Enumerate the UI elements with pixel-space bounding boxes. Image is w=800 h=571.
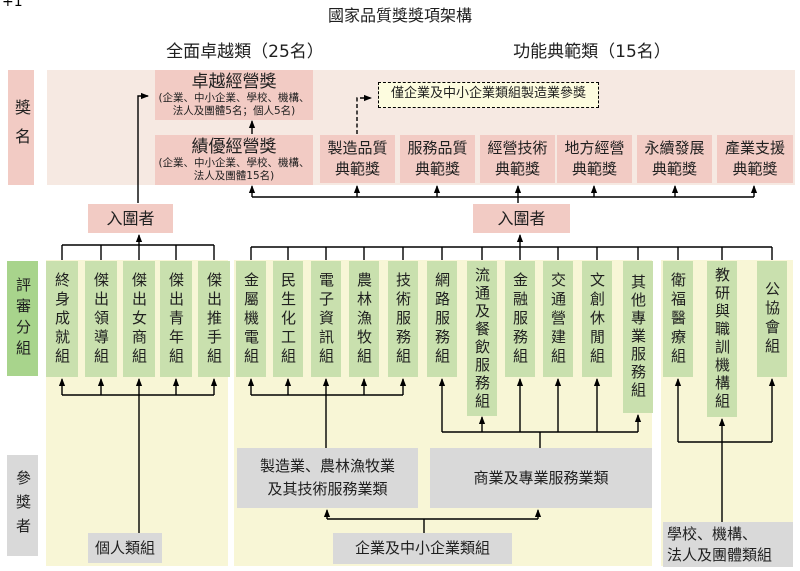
review-group-box: 文創休閒組 bbox=[582, 261, 612, 377]
review-group-box: 電子資訊組 bbox=[311, 261, 341, 377]
category-functional-label: 功能典範類（15名） bbox=[513, 42, 671, 62]
review-group-box: 技術服務組 bbox=[388, 261, 418, 377]
row-label-award-names: 獎名 bbox=[8, 70, 34, 185]
row-label-participants: 參獎者 bbox=[7, 455, 38, 556]
exemplary-award-service-quality: 服務品質典範獎 bbox=[400, 135, 475, 183]
review-group-box: 金屬機電組 bbox=[236, 261, 266, 377]
exemplary-award-local-management: 地方經營典範獎 bbox=[557, 135, 632, 183]
review-group-box: 金融服務組 bbox=[505, 261, 535, 377]
review-group-box: 農林漁牧組 bbox=[349, 261, 379, 377]
exemplary-line2: 典範獎 bbox=[414, 160, 460, 178]
participant-manufacturing-box: 製造業、農林漁牧業 及其技術服務業類 bbox=[237, 448, 418, 508]
excellence-award-subtitle-2: 法人及團體5名；個人5名) bbox=[172, 105, 296, 117]
review-group-box: 流通及餐飲服務組 bbox=[467, 261, 497, 416]
exemplary-line1: 經營技術 bbox=[487, 139, 548, 157]
review-group-box: 傑出推手組 bbox=[198, 261, 230, 377]
participant-school-box: 學校、機構、 法人及團體類組 bbox=[663, 522, 793, 567]
corner-mark: +1 bbox=[2, 0, 23, 10]
review-group-box: 傑出青年組 bbox=[160, 261, 192, 377]
exemplary-award-industry-support: 產業支援典範獎 bbox=[717, 135, 793, 183]
excellence-award-subtitle-1: (企業、中小企業、學校、機構、 bbox=[158, 92, 310, 104]
finalist-box-left: 入圍者 bbox=[88, 204, 173, 233]
excellence-award-box: 卓越經營獎 (企業、中小企業、學校、機構、 法人及團體5名；個人5名) bbox=[155, 70, 313, 120]
exemplary-award-manufacturing-quality: 製造品質典範獎 bbox=[320, 135, 395, 183]
exemplary-line2: 典範獎 bbox=[571, 160, 617, 178]
merit-award-box: 績優經營獎 (企業、中小企業、學校、機構、 法人及團體15名) bbox=[155, 135, 313, 185]
exemplary-line2: 典範獎 bbox=[651, 160, 697, 178]
merit-award-subtitle-2: 法人及團體15名) bbox=[193, 170, 275, 182]
manufacturing-only-note: 僅企業及中小企業類組製造業參獎 bbox=[378, 82, 599, 108]
participant-manufacturing-line2: 及其技術服務業類 bbox=[267, 480, 388, 498]
exemplary-line2: 典範獎 bbox=[334, 160, 380, 178]
review-group-box: 網路服務組 bbox=[427, 261, 457, 377]
review-group-box: 傑出領導組 bbox=[85, 261, 117, 377]
exemplary-line1: 地方經營 bbox=[564, 139, 625, 157]
exemplary-line1: 製造品質 bbox=[327, 139, 388, 157]
review-group-box: 公協會組 bbox=[757, 261, 787, 377]
exemplary-line2: 典範獎 bbox=[732, 160, 778, 178]
exemplary-line2: 典範獎 bbox=[494, 160, 540, 178]
page-title: 國家品質獎獎項架構 bbox=[327, 6, 473, 25]
review-group-box: 教研與職訓機構組 bbox=[707, 261, 737, 417]
review-group-box: 交通營建組 bbox=[543, 261, 573, 377]
row-label-review-groups: 評審分組 bbox=[7, 261, 38, 376]
merit-award-subtitle-1: (企業、中小企業、學校、機構、 bbox=[158, 157, 310, 169]
exemplary-line1: 服務品質 bbox=[407, 139, 468, 157]
review-group-box: 其他專業服務組 bbox=[623, 261, 653, 413]
review-group-box: 傑出女商組 bbox=[123, 261, 155, 377]
merit-award-title: 績優經營獎 bbox=[191, 137, 277, 157]
excellence-award-title: 卓越經營獎 bbox=[191, 72, 277, 92]
participant-school-line2: 法人及團體類組 bbox=[667, 546, 773, 564]
participant-manufacturing-line1: 製造業、農林漁牧業 bbox=[259, 457, 395, 475]
review-group-box: 衛福醫療組 bbox=[663, 261, 693, 377]
category-comprehensive-label: 全面卓越類（25名） bbox=[166, 42, 324, 62]
participant-enterprise-box: 企業及中小企業類組 bbox=[333, 533, 512, 564]
exemplary-line1: 永續發展 bbox=[644, 139, 705, 157]
exemplary-award-sustainable-development: 永續發展典範獎 bbox=[637, 135, 712, 183]
finalist-box-right: 入圍者 bbox=[473, 204, 570, 233]
review-group-box: 民生化工組 bbox=[273, 261, 303, 377]
participant-commerce-box: 商業及專業服務業類 bbox=[430, 448, 652, 508]
review-group-box: 終身成就組 bbox=[46, 261, 78, 377]
exemplary-line1: 產業支援 bbox=[724, 139, 785, 157]
participant-school-line1: 學校、機構、 bbox=[667, 525, 758, 543]
exemplary-award-management-technology: 經營技術典範獎 bbox=[480, 135, 555, 183]
participant-individual-box: 個人類組 bbox=[88, 533, 162, 563]
